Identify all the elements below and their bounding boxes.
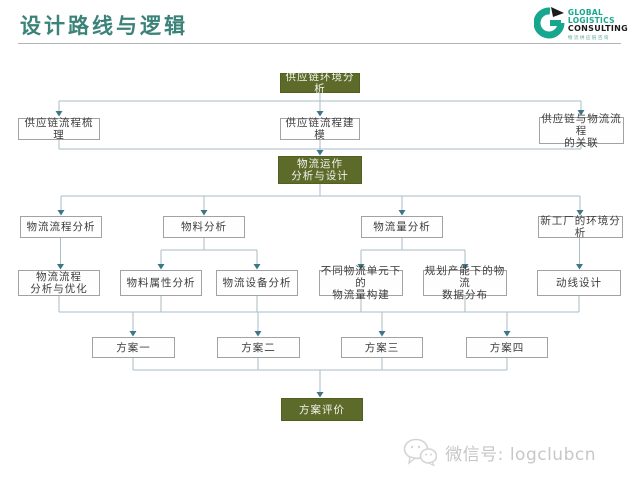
logo-g-icon [533,7,565,39]
node-capacity-data-distribution: 规划产能下的物流 数据分布 [423,265,507,301]
node-logistics-process-analysis: 物流流程分析 [20,216,102,238]
node-logistics-equipment-analysis: 物流设备分析 [216,270,298,296]
wechat-id-label: 微信号: logclubcn [445,444,596,465]
node-supply-chain-logistics-relation: 供应链与物流流程 的关联 [539,113,624,149]
node-moving-line-design: 动线设计 [537,270,621,296]
logo-line-logistics: LOGISTICS [567,16,615,25]
node-unit-volume-construction: 不同物流单元下的 物流量构建 [319,265,403,301]
node-plan-3: 方案三 [341,337,423,358]
node-material-attribute-analysis: 物料属性分析 [120,270,202,296]
node-logistics-volume-analysis: 物流量分析 [361,216,443,238]
node-logistics-operation-analysis-design: 物流运作 分析与设计 [278,156,362,184]
page-title: 设计路线与逻辑 [20,13,188,38]
wechat-icon [403,438,438,466]
node-plan-2: 方案二 [217,337,300,358]
logo-wordmark: GLOBAL LOGISTICS CONSULTING 物流供应链咨询 [568,6,628,43]
node-supply-chain-env-analysis: 供应链环境分析 [280,71,360,95]
node-plan-4: 方案四 [466,337,548,358]
logo-line-global: GLOBAL [567,8,604,17]
node-supply-chain-process-modeling: 供应链流程建模 [280,117,360,141]
node-new-plant-env-analysis: 新工厂的环境分析 [538,215,623,239]
node-logistics-process-optimization: 物流流程 分析与优化 [18,270,100,296]
logo-line-consulting: CONSULTING [567,24,628,33]
footer-wechat: 微信号: logclubcn [403,438,596,466]
node-supply-chain-process-sorting: 供应链流程梳理 [18,117,100,141]
logo-tagline: 物流供应链咨询 [567,36,610,41]
company-logo: GLOBAL LOGISTICS CONSULTING 物流供应链咨询 [533,6,628,43]
header-divider [18,43,621,44]
node-plan-1: 方案一 [92,337,175,358]
node-material-analysis: 物料分析 [163,216,245,238]
node-plan-evaluation: 方案评价 [281,398,363,421]
